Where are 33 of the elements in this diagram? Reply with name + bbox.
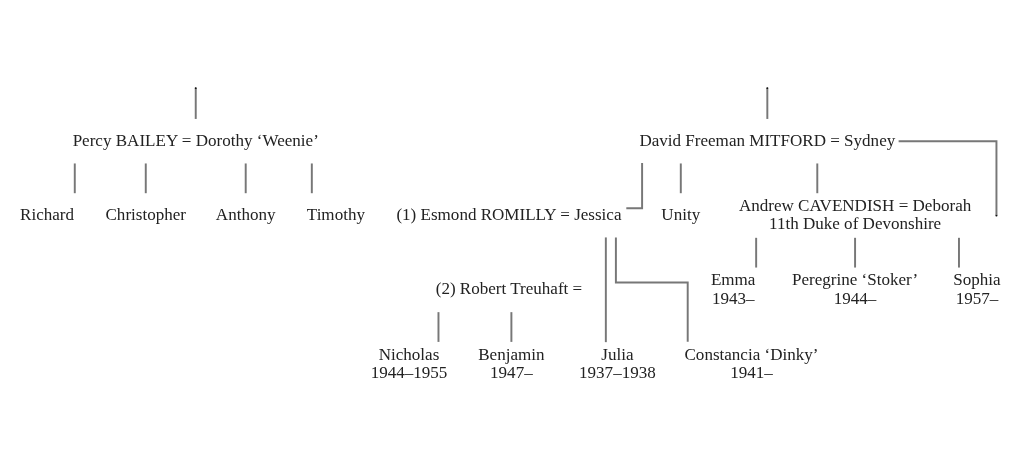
node-text: Richard <box>20 205 75 225</box>
node-text: Percy BAILEY = Dorothy ‘Weenie’ <box>72 130 319 150</box>
node-text: Andrew CAVENDISH = Deborah 11th Duke of Devonshire <box>738 195 972 234</box>
node-text: David Freeman MITFORD = Sydney <box>639 130 896 150</box>
connector <box>73 162 76 195</box>
node-text: Unity <box>661 205 701 225</box>
node-text: Nicholas 1944–1955 <box>370 344 448 382</box>
connector <box>144 162 147 195</box>
connector <box>437 311 440 343</box>
connector <box>310 162 313 195</box>
node-text: Benjamin 1947– <box>478 344 545 382</box>
connector <box>755 236 758 269</box>
node-text: Julia 1937–1938 <box>579 344 656 382</box>
node-text: Anthony <box>215 205 276 225</box>
node-text: Sophia 1957– <box>953 270 1001 308</box>
connector <box>854 236 857 269</box>
connector <box>244 162 247 195</box>
connector <box>897 140 998 216</box>
node-text: Emma 1943– <box>710 270 756 308</box>
connector <box>766 87 769 120</box>
connector <box>679 162 682 195</box>
connector <box>604 236 607 344</box>
connector <box>816 162 819 195</box>
connector <box>194 87 197 120</box>
connector <box>510 311 513 343</box>
node-text: Timothy <box>306 205 365 225</box>
node-text: (2) Robert Treuhaft = <box>435 279 583 299</box>
connector <box>614 236 689 343</box>
connector <box>958 236 960 269</box>
node-text: (1) Esmond ROMILLY = Jessica <box>396 205 622 225</box>
node-text: Christopher <box>105 205 187 225</box>
node-text: Peregrine ‘Stoker’ 1944– <box>792 270 919 308</box>
node-text: Constancia ‘Dinky’ 1941– <box>684 344 819 382</box>
